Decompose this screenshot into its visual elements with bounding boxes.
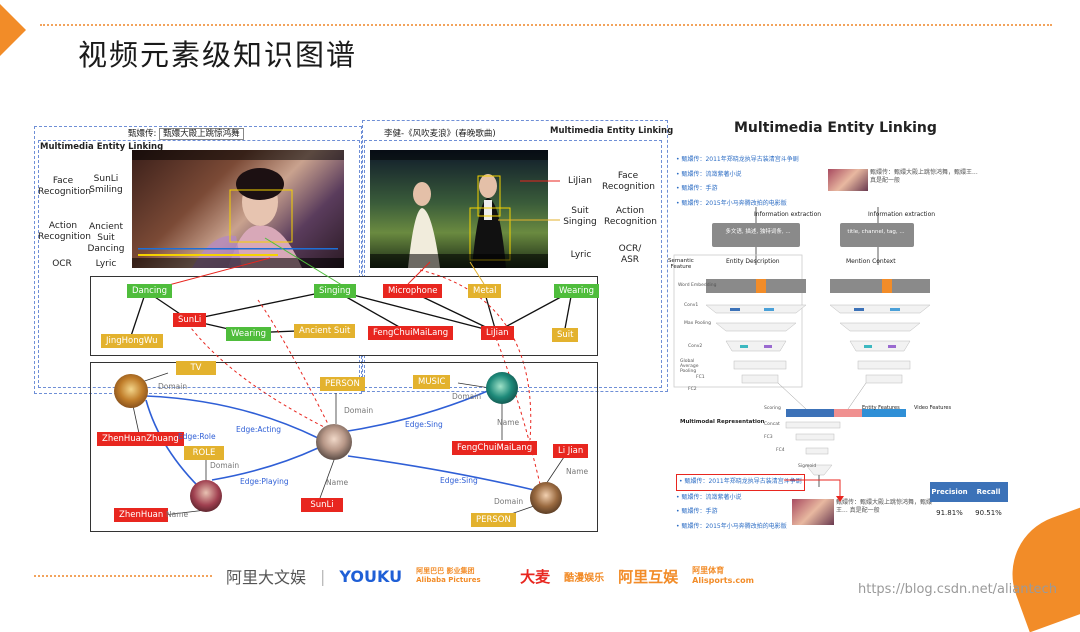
tag-fengchuimailang-2: FengChuiMaiLang xyxy=(452,441,537,455)
layer-fc2: FC2 xyxy=(688,387,697,392)
mention-text-box: title, channel, tag, ... xyxy=(842,228,910,236)
tag-zhenhuan: ZhenHuan xyxy=(114,508,168,522)
layer-conv2: Conv2 xyxy=(688,344,702,349)
fc4-label: FC4 xyxy=(776,448,785,453)
recall-value: 90.51% xyxy=(969,502,1008,524)
precision-header: Precision xyxy=(930,482,969,502)
top-entity-item: • 甄嬛传：2011年郑晓龙执导古装清宫斗争剧 xyxy=(676,153,799,168)
tag-ancient-suit: Ancient Suit xyxy=(294,324,355,338)
mel-diagram-title: Multimedia Entity Linking xyxy=(734,120,937,136)
tag-fengchuimailang: FengChuiMaiLang xyxy=(368,326,453,340)
brand-alisports: 阿里体育 Alisports.com xyxy=(692,566,762,586)
multimodal-representation-label: Multimodal Representation xyxy=(680,419,765,425)
label-domain-2: Domain xyxy=(210,461,239,470)
tag-music: MUSIC xyxy=(413,375,450,389)
scoring-label: Scoring xyxy=(764,406,781,411)
tag-role: ROLE xyxy=(184,446,224,460)
label-edge-sing-2: Edge:Sing xyxy=(440,476,478,485)
mention-context-label: Mention Context xyxy=(846,258,896,265)
entity-text-box: 多文语, 描述, 独特词条, ... xyxy=(716,228,800,236)
layer-gap: Global Average Pooling xyxy=(680,359,710,374)
label-edge-sing-1: Edge:Sing xyxy=(405,420,443,429)
brand-kuman: 酷漫娱乐 xyxy=(564,569,604,584)
metrics-header: Precision Recall xyxy=(930,482,1008,502)
brand-youku: YOUKU xyxy=(339,567,402,586)
label-name-1: Name xyxy=(166,510,188,519)
tag-suit: Suit xyxy=(552,328,578,342)
brand-alihuyu: 阿里互娱 xyxy=(618,566,678,587)
tag-lijian: LiJian xyxy=(481,326,514,340)
tag-singing: Singing xyxy=(314,284,356,298)
tv-drama-node-image xyxy=(114,374,148,408)
label-domain-3: Domain xyxy=(344,406,373,415)
footer-divider xyxy=(34,575,212,577)
metrics-row: 91.81% 90.51% xyxy=(930,502,1008,524)
precision-value: 91.81% xyxy=(930,502,969,524)
brand-separator: | xyxy=(320,567,325,586)
video-features-label: Video Features xyxy=(914,405,951,411)
watermark-url: https://blog.csdn.net/aliantech xyxy=(858,582,1057,597)
label-domain-1: Domain xyxy=(158,382,187,391)
tag-tv: TV xyxy=(176,361,216,375)
tag-person-1: PERSON xyxy=(320,377,365,391)
concat-label: Concat xyxy=(764,422,780,427)
brand-alibaba-pictures: 阿里巴巴 影业集团 Alibaba Pictures xyxy=(416,567,506,585)
top-video-thumb xyxy=(828,169,868,191)
label-edge-acting: Edge:Acting xyxy=(236,425,281,434)
tag-microphone: Microphone xyxy=(383,284,442,298)
layer-max-pooling: Max Pooling xyxy=(684,321,711,326)
label-name-3: Name xyxy=(497,418,519,427)
tag-person-2: PERSON xyxy=(471,513,516,527)
tag-wearing-1: Wearing xyxy=(226,327,271,341)
label-name-4: Name xyxy=(566,467,588,476)
semantic-feature-label: Semantic Feature xyxy=(668,258,694,270)
tag-zhenhuanzhuang: ZhenHuanZhuang xyxy=(97,432,184,446)
label-edge-playing: Edge:Playing xyxy=(240,477,289,486)
music-node-image xyxy=(486,372,518,404)
sunli-node-image xyxy=(316,424,352,460)
lijian-node-image xyxy=(530,482,562,514)
zhenhuan-node-image xyxy=(190,480,222,512)
tag-wearing-2: Wearing xyxy=(554,284,599,298)
tag-jinghongwu: JingHongWu xyxy=(101,334,163,348)
footer-brand-row: 阿里大文娱 | YOUKU 阿里巴巴 影业集团 Alibaba Pictures… xyxy=(226,564,762,588)
label-domain-4: Domain xyxy=(452,392,481,401)
entity-features-label: Entity Features xyxy=(862,405,900,411)
tag-dancing: Dancing xyxy=(127,284,172,298)
layer-word-embedding: Word Embedding xyxy=(678,283,717,288)
tag-lijian-2: Li Jian xyxy=(553,444,588,458)
label-edge-role: Edge:Role xyxy=(178,432,216,441)
tag-sunli-2: SunLi xyxy=(301,498,343,512)
metrics-table: Precision Recall 91.81% 90.51% xyxy=(930,482,1008,524)
label-name-2: Name xyxy=(326,478,348,487)
bottom-entity-item: • 甄嬛传：2015年小马奔腾改拍的电影版 xyxy=(676,520,805,535)
brand-damai: 大麦 xyxy=(520,566,550,587)
bottom-entity-item: • 甄嬛传：手游 xyxy=(676,505,805,520)
label-domain-5: Domain xyxy=(494,497,523,506)
mel-network-diagram xyxy=(660,195,980,495)
entity-description-label: Entity Description xyxy=(726,258,780,265)
sigmoid-label: Sigmoid xyxy=(798,464,816,469)
top-entity-item: • 甄嬛传：流潋紫著小说 xyxy=(676,168,799,183)
tag-metal: Metal xyxy=(468,284,501,298)
fc3-label: FC3 xyxy=(764,435,773,440)
layer-fc1: FC1 xyxy=(696,375,705,380)
info-extraction-right: Information extraction xyxy=(868,211,935,218)
brand-alibaba-dawenyu: 阿里大文娱 xyxy=(226,564,306,588)
tag-sunli: SunLi xyxy=(173,313,206,327)
top-video-caption: 甄嬛传：甄嬛大殿上跳惊鸿舞，甄嬛王... 真是配一般 xyxy=(870,169,980,185)
layer-conv1: Conv1 xyxy=(684,303,698,308)
recall-header: Recall xyxy=(969,482,1008,502)
selection-arrow xyxy=(780,476,860,504)
info-extraction-left: Information extraction xyxy=(754,211,821,218)
